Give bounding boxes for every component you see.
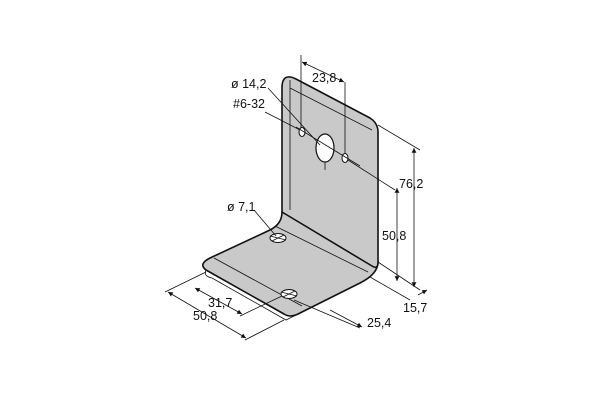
label-base-hole-diameter: ø 7,1 bbox=[227, 200, 256, 214]
label-thickness: 15,7 bbox=[403, 301, 427, 315]
center-bore bbox=[315, 133, 335, 163]
label-total-height: 76,2 bbox=[399, 177, 423, 191]
label-base-depth: 25,4 bbox=[367, 316, 391, 330]
label-base-width: 50,8 bbox=[193, 309, 217, 323]
label-base-hole-offset: 31,7 bbox=[208, 296, 232, 310]
label-hole-spacing: 23,8 bbox=[312, 71, 336, 85]
upright-edge-line bbox=[289, 80, 373, 210]
label-hole-height: 50,8 bbox=[382, 229, 406, 243]
label-bore-diameter: ø 14,2 bbox=[231, 77, 266, 91]
label-thread: #6-32 bbox=[233, 97, 265, 111]
upright-plate bbox=[281, 76, 379, 269]
base-plate bbox=[202, 211, 379, 317]
base-front-edge bbox=[204, 269, 299, 321]
